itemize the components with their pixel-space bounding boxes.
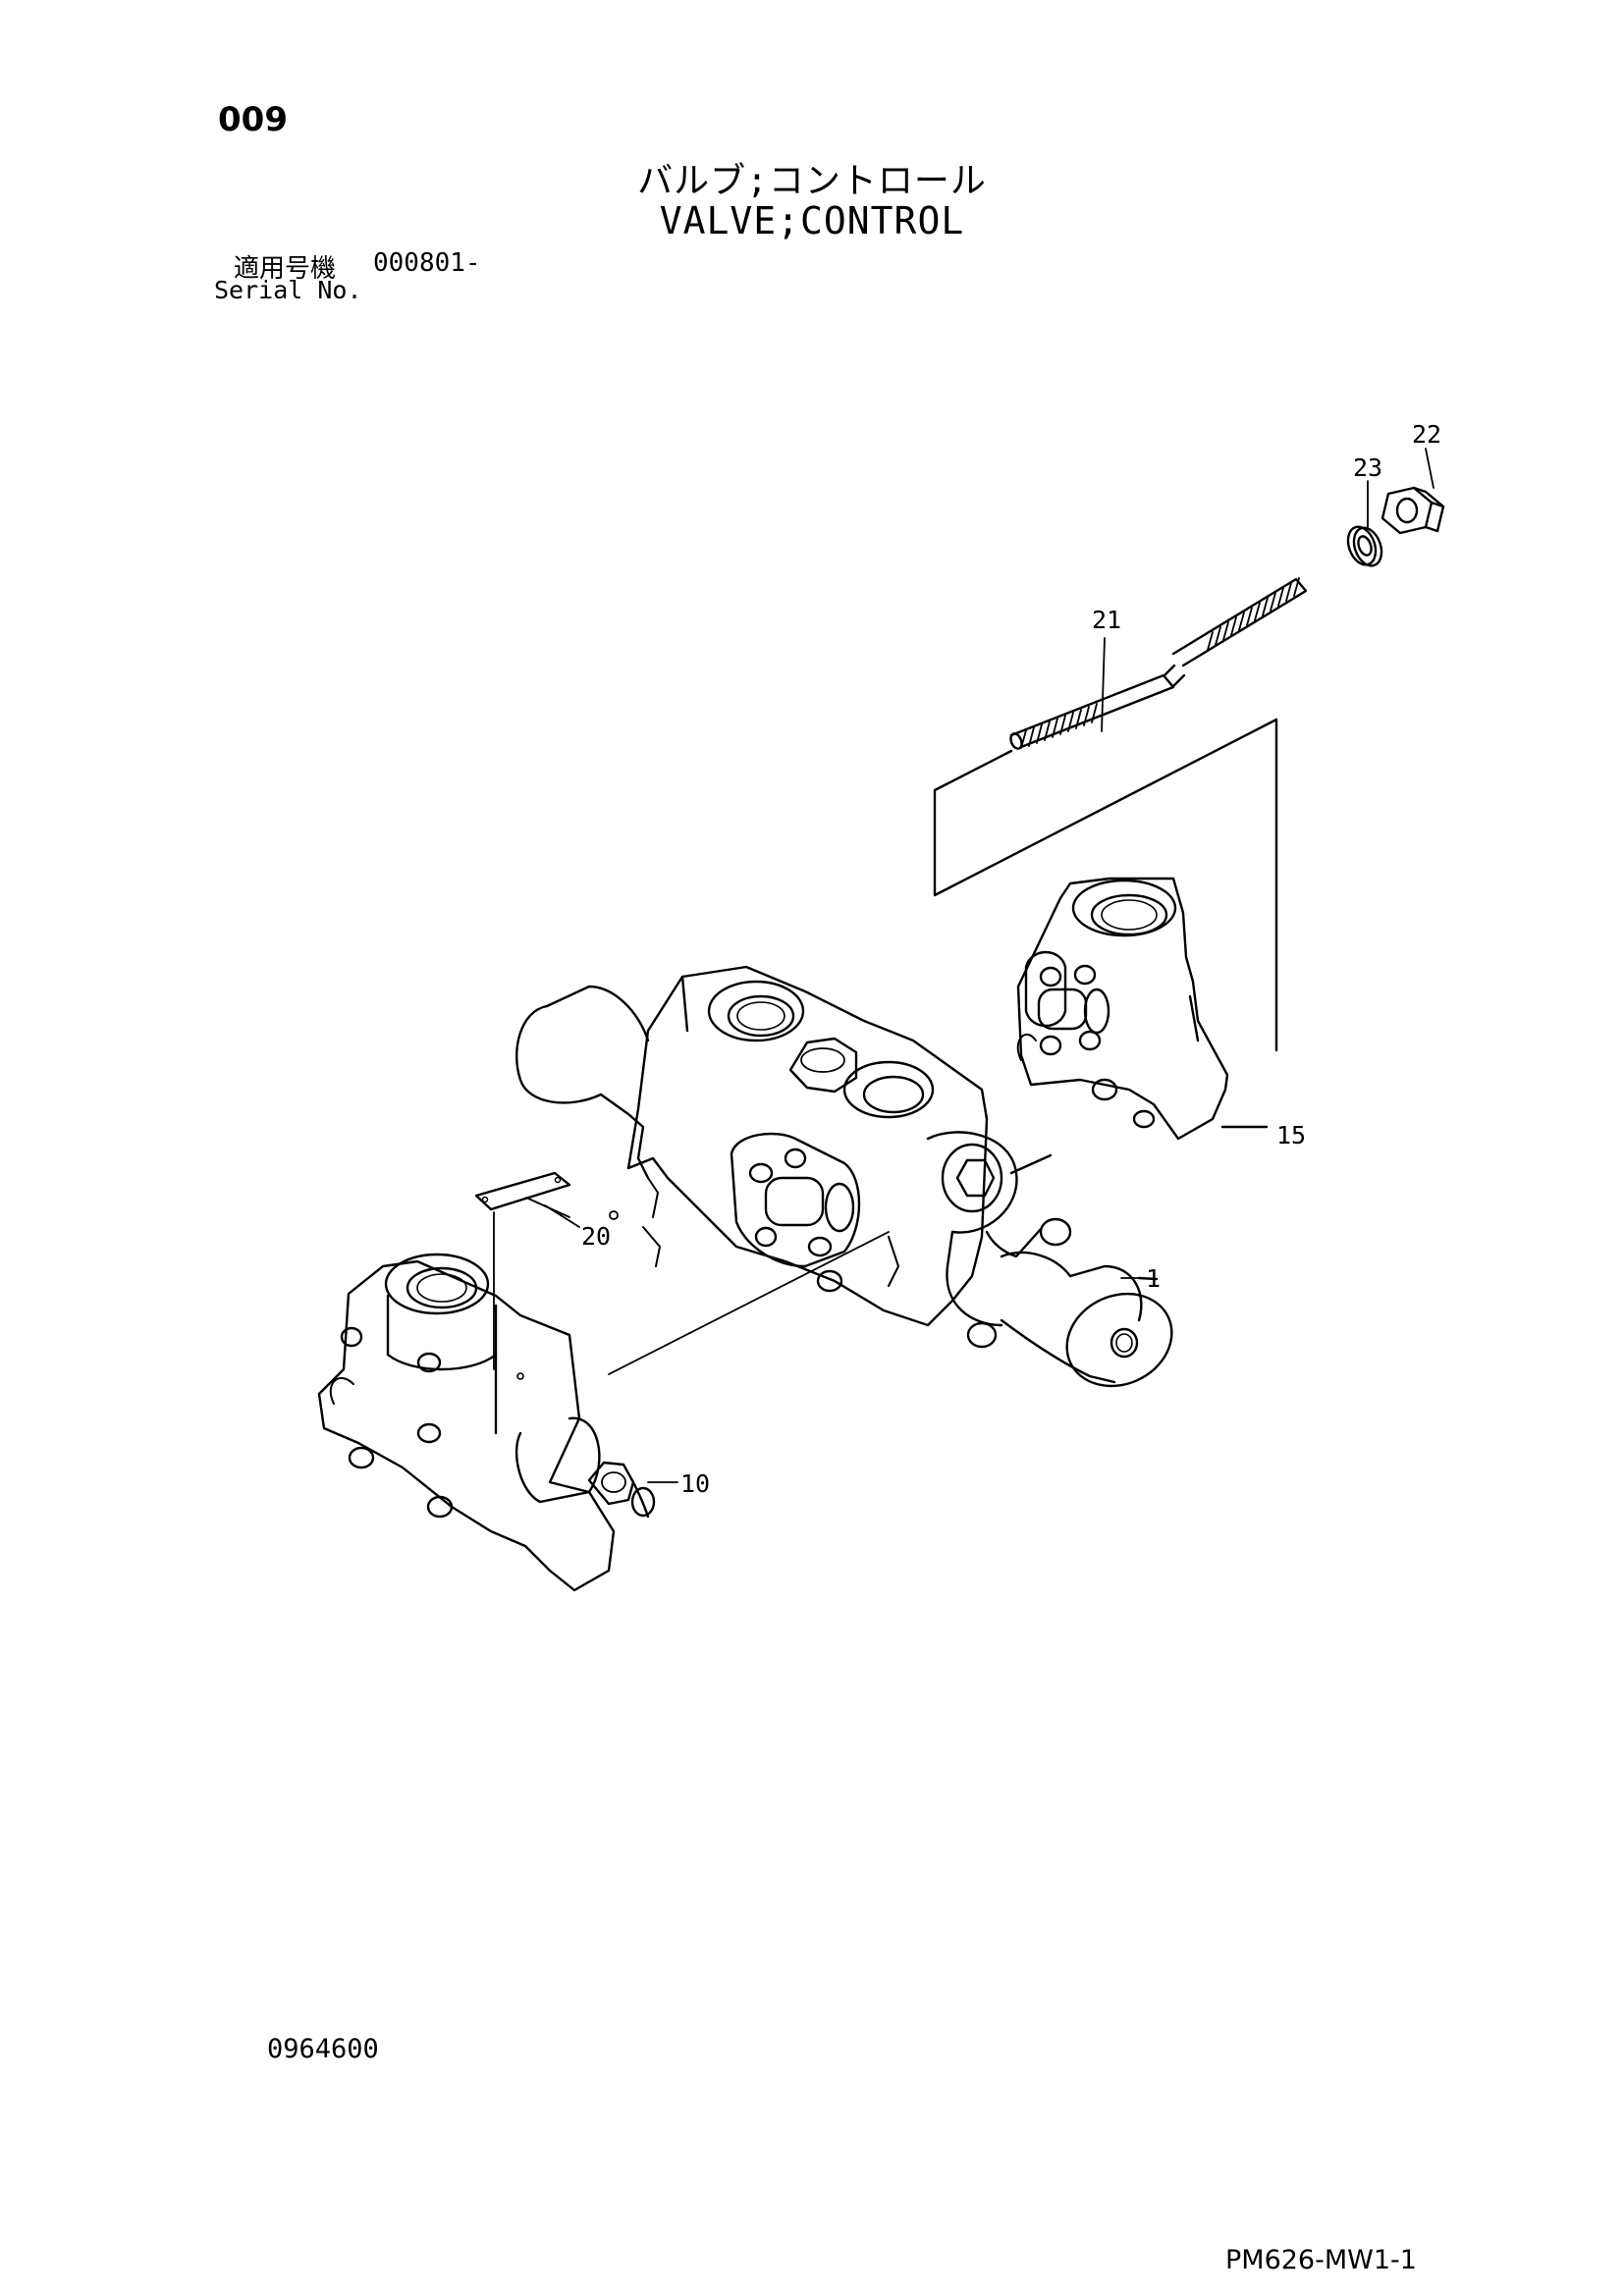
spool-section-part-1 bbox=[515, 965, 1173, 1388]
callout-22: 22 bbox=[1412, 420, 1441, 449]
callout-23: 23 bbox=[1353, 454, 1382, 482]
serial-label-english: Serial No. bbox=[214, 276, 362, 304]
serial-label-japanese: 適用号機 bbox=[234, 254, 337, 284]
assembly-guide-box bbox=[933, 718, 1278, 1052]
hex-nut-part-22 bbox=[1380, 486, 1445, 535]
page-code: PM626-MW1-1 bbox=[1225, 2245, 1417, 2275]
callout-1: 1 bbox=[1146, 1264, 1161, 1293]
leader-lines bbox=[544, 448, 1435, 1483]
callout-15: 15 bbox=[1276, 1121, 1306, 1149]
title-english: VALVE;CONTROL bbox=[659, 199, 965, 242]
name-plate-part-20 bbox=[474, 1171, 571, 1370]
end-section-part-10 bbox=[317, 1231, 890, 1592]
drawing-number: 0964600 bbox=[267, 2034, 379, 2064]
title-japanese: バルブ;コントロール bbox=[637, 161, 987, 201]
serial-value: 000801- bbox=[373, 248, 481, 278]
page-number: 009 bbox=[218, 100, 288, 139]
callout-20: 20 bbox=[581, 1222, 611, 1251]
end-section-part-15 bbox=[1016, 877, 1269, 1141]
callout-21: 21 bbox=[1092, 606, 1121, 634]
tie-rod-part-21 bbox=[1009, 577, 1308, 750]
spring-washer-part-23 bbox=[1346, 525, 1383, 567]
callout-10: 10 bbox=[680, 1469, 710, 1498]
